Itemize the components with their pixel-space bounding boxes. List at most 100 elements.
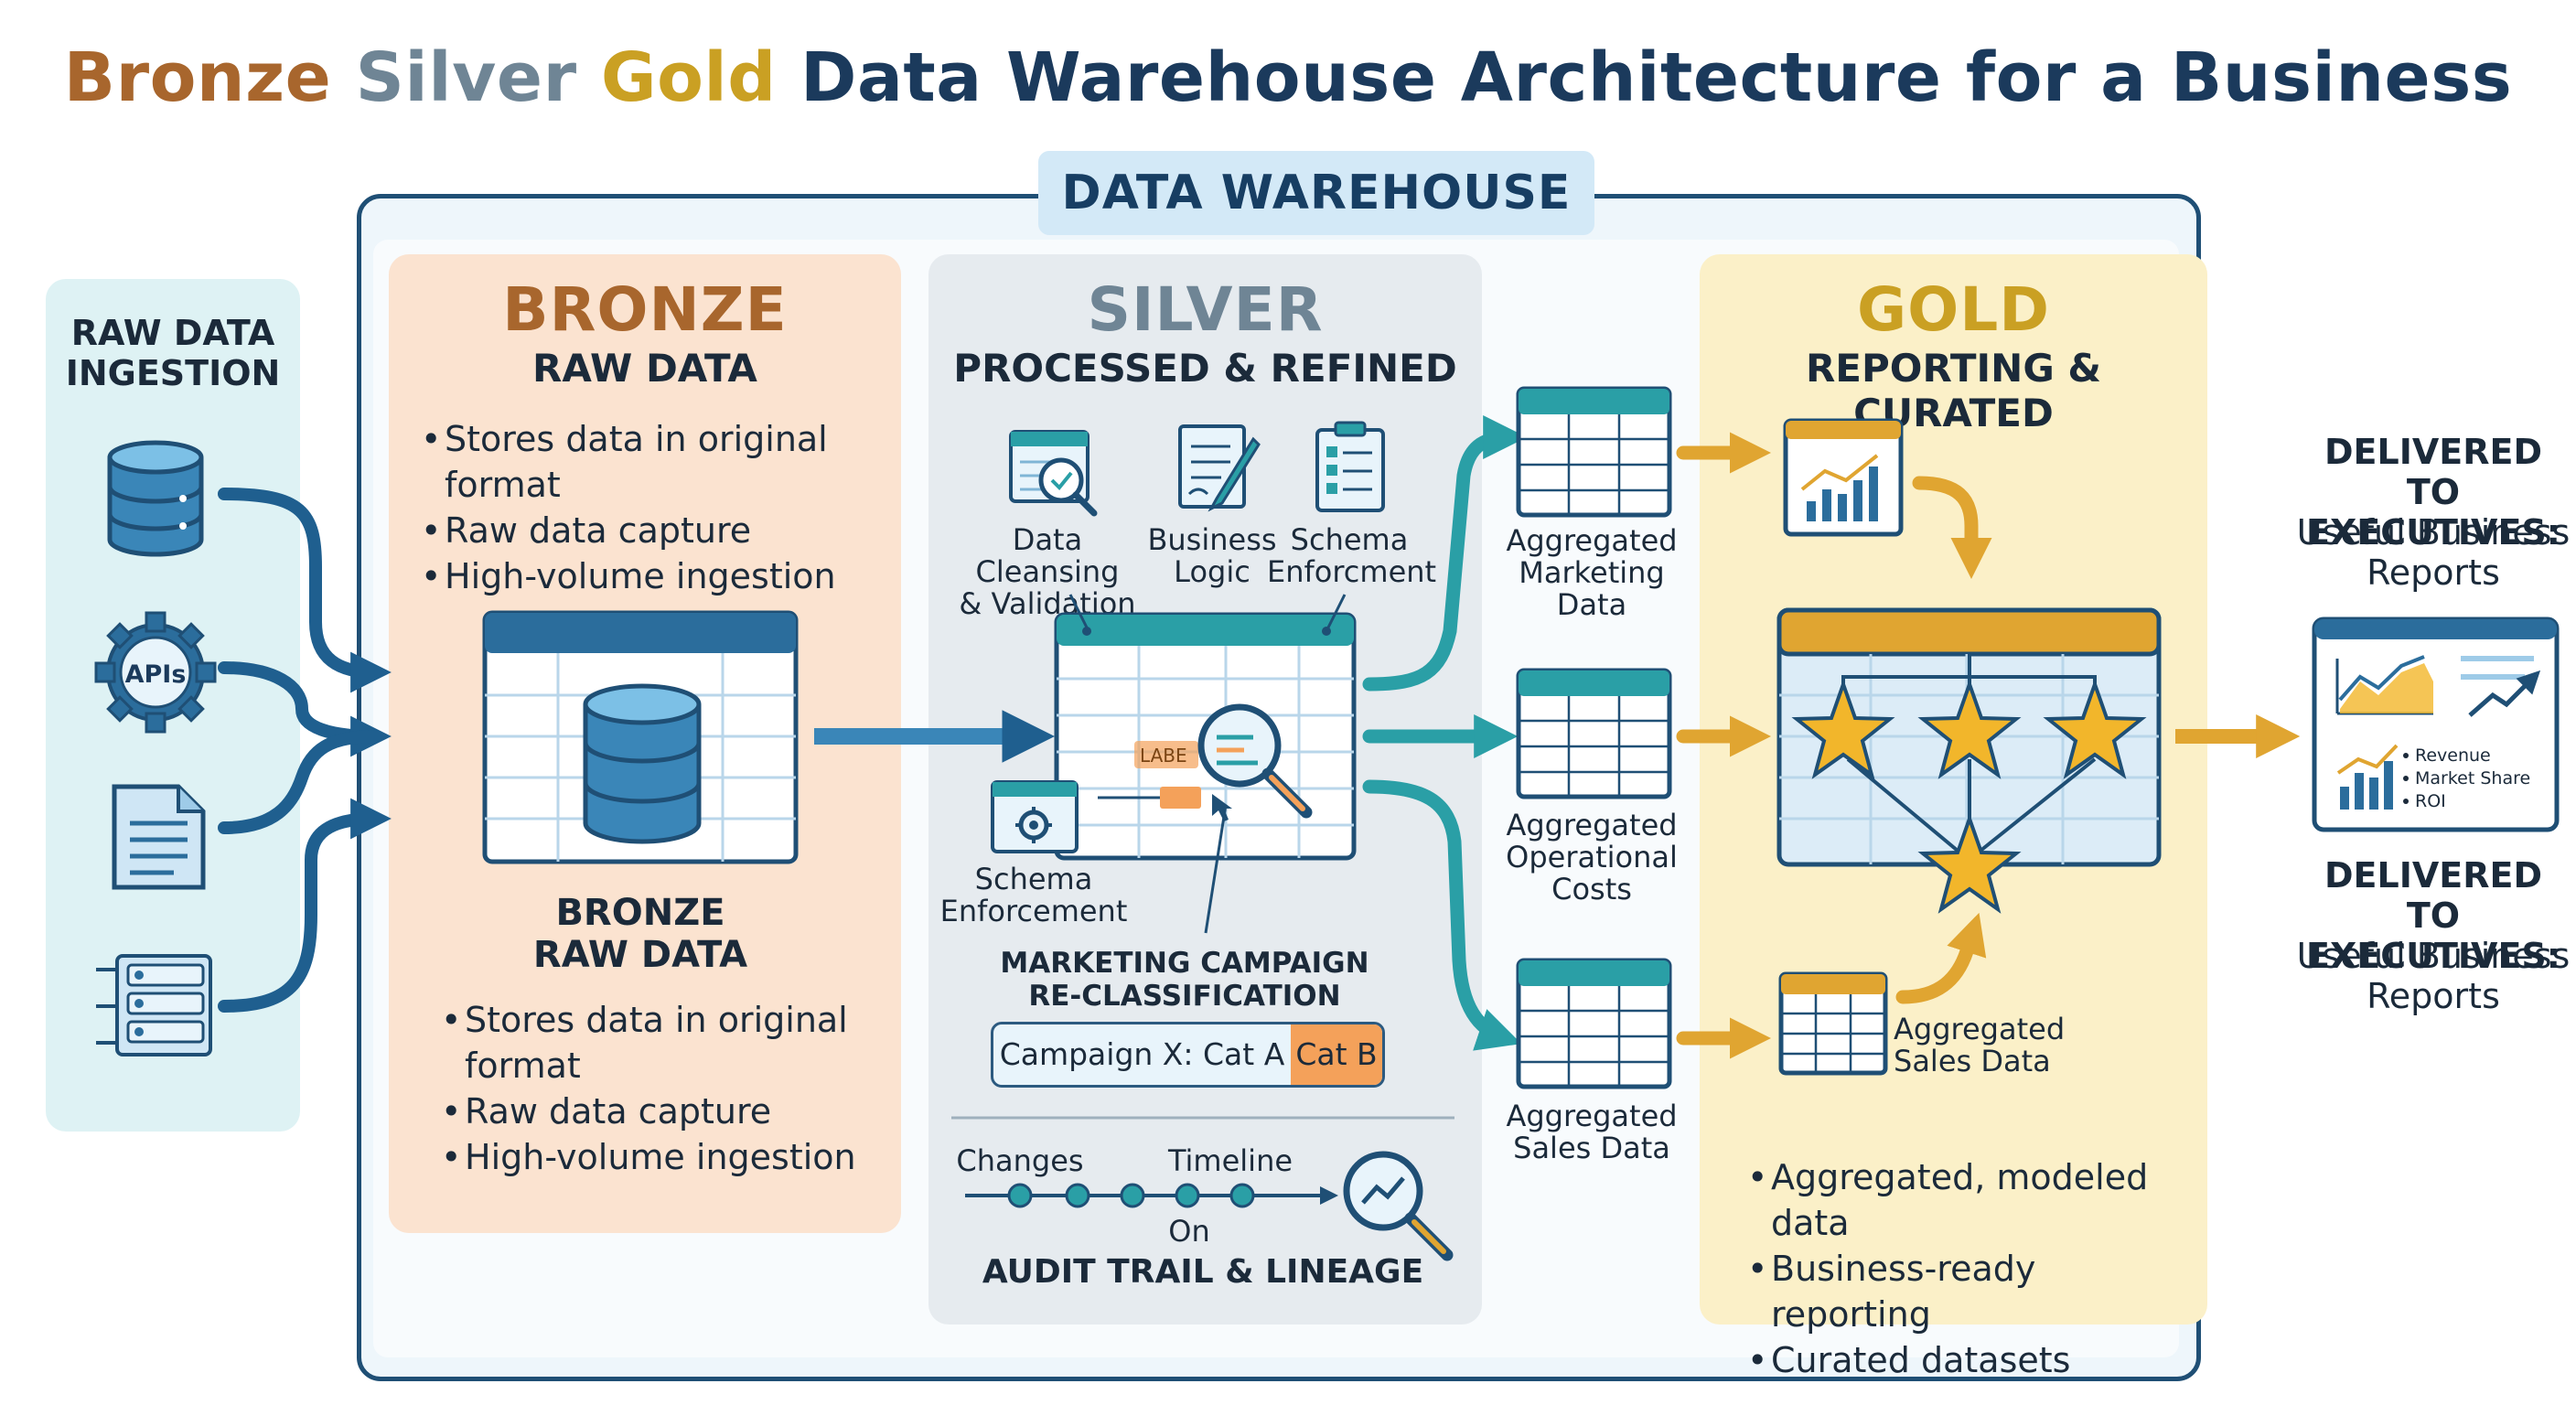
delivery-heading-line1: DELIVERED TO <box>2324 432 2542 512</box>
database-icon <box>107 440 204 557</box>
delivery-heading-line2: EXECUTIVES: <box>2306 936 2560 976</box>
delivery-heading-top: DELIVERED TO EXECUTIVES: <box>2296 432 2571 552</box>
star-icon <box>2043 678 2147 779</box>
gold-bullets: Aggregated, modeled data Business-ready … <box>1747 1154 2186 1383</box>
gold-sales-table-icon <box>1778 971 1888 1076</box>
campaign-reclassification-box: Campaign X: Cat A → Cat B <box>991 1022 1385 1088</box>
report-item-revenue: Revenue <box>2415 745 2491 766</box>
silver-heading: SILVER <box>1087 274 1324 345</box>
bronze-lower-bullet-continued: format <box>465 1046 581 1086</box>
gold-sales-label-line1: Aggregated <box>1894 1012 2066 1046</box>
title-gold: Gold <box>600 38 777 117</box>
audit-timeline <box>965 1183 1338 1208</box>
ingestion-title-line1: RAW DATA <box>70 313 275 353</box>
aggregate-sales-table-icon <box>1516 958 1672 1089</box>
report-item-market-share: Market Share <box>2415 768 2530 788</box>
campaign-to: Cat B <box>1291 1024 1382 1085</box>
campaign-title-line2: RE-CLASSIFICATION <box>1028 980 1341 1013</box>
schema-label-line1: Schema <box>974 862 1093 896</box>
title-silver: Silver <box>355 38 577 117</box>
data-cleansing-icon <box>1009 430 1098 517</box>
executive-report-icon: Revenue Market Share ROI <box>2312 617 2560 832</box>
aggregate-sales-label: Aggregated Sales Data <box>1482 1100 1701 1164</box>
schema-checklist-icon <box>1315 421 1385 512</box>
bronze-bullets: Stores data in original format Raw data … <box>421 416 896 599</box>
aggregate-operational-label: Aggregated Operational Costs <box>1482 810 1701 906</box>
gold-bullet: Curated datasets <box>1747 1337 2186 1383</box>
data-warehouse-label: DATA WAREHOUSE <box>1038 151 1594 235</box>
delivery-sub-line1: Useful Business <box>2296 936 2571 976</box>
audit-trail-title: AUDIT TRAIL & LINEAGE <box>982 1253 1424 1291</box>
schema-label-line2: Enforcement <box>939 894 1128 928</box>
bronze-lower-heading-line1: BRONZE <box>555 892 725 934</box>
audit-magnifier-icon <box>1343 1151 1454 1261</box>
campaign-reclassification-title: MARKETING CAMPAIGN RE-CLASSIFICATION <box>970 947 1400 1013</box>
audit-timeline-label: Timeline <box>1167 1143 1293 1178</box>
audit-on-label: On <box>1168 1214 1210 1249</box>
campaign-title-line1: MARKETING CAMPAIGN <box>1000 947 1369 980</box>
document-icon <box>112 784 206 890</box>
bronze-lower-bullet: Raw data capture <box>441 1089 880 1134</box>
file-list-icon <box>96 954 212 1056</box>
gold-subheading: REPORTING & CURATED <box>1805 346 2102 435</box>
bronze-lower-heading-line2: RAW DATA <box>532 934 748 976</box>
tool-label-business-logic: Business Logic <box>1143 524 1281 588</box>
gold-heading: GOLD <box>1856 274 2051 345</box>
audit-changes-label: Changes <box>956 1143 1084 1178</box>
delivery-heading-bottom: DELIVERED TO EXECUTIVES: <box>2296 855 2571 976</box>
page-title: Bronze Silver Gold Data Warehouse Archit… <box>0 38 2576 117</box>
tool-label-line1: Schema <box>1290 522 1409 557</box>
aggregate-label-line1: Aggregated <box>1506 1099 1678 1133</box>
star-icon <box>1917 812 2022 914</box>
ingestion-title: RAW DATA INGESTION <box>46 313 300 393</box>
aggregate-label-line2: Marketing Data <box>1519 555 1665 622</box>
aggregate-to-gold-arrows <box>1676 432 1992 1059</box>
ingestion-title-line2: INGESTION <box>65 353 281 393</box>
tool-label-schema-enforcment: Schema Enforcment <box>1267 522 1437 589</box>
report-item-roi: ROI <box>2415 791 2446 811</box>
schema-enforcement-window-icon <box>991 780 1079 853</box>
delivery-sub-bottom: Useful Business Reports <box>2296 936 2571 1016</box>
delivery-sub-line2: Reports <box>2367 552 2500 593</box>
label-tag-text: LABE <box>1140 745 1187 767</box>
star-icon <box>1791 678 1895 779</box>
title-bronze: Bronze <box>63 38 332 117</box>
bronze-lower-bullets: Stores data in original format Raw data … <box>441 997 880 1180</box>
business-logic-icon <box>1178 424 1261 512</box>
silver-subheading: PROCESSED & REFINED <box>953 346 1457 391</box>
bronze-bullet: Raw data capture <box>421 508 896 553</box>
gold-sales-label: Aggregated Sales Data <box>1894 1014 2067 1078</box>
aggregate-operational-table-icon <box>1516 668 1672 799</box>
delivery-heading-line1: DELIVERED TO <box>2324 855 2542 936</box>
delivery-heading-line2: EXECUTIVES: <box>2306 512 2560 552</box>
bronze-subheading: RAW DATA <box>532 346 757 391</box>
gold-bullet: Business-ready reporting <box>1747 1246 2186 1337</box>
bronze-heading: BRONZE <box>502 274 788 345</box>
silver-processing-table-icon: LABE <box>1054 612 1357 861</box>
aggregate-label-line2: Sales Data <box>1513 1131 1670 1165</box>
tool-label-line2: Enforcment <box>1267 554 1437 589</box>
star-icon <box>1917 678 2022 779</box>
bronze-bullet: High-volume ingestion <box>421 553 896 599</box>
bronze-lower-bullet: Stores data in original <box>441 997 880 1043</box>
campaign-from: Campaign X: Cat A → <box>999 1036 1285 1072</box>
apis-gear-icon: APIs <box>94 611 217 734</box>
aggregate-label-line1: Aggregated <box>1506 523 1678 558</box>
gold-bullet: Aggregated, modeled data <box>1747 1154 2186 1246</box>
delivery-sub-line2: Reports <box>2367 976 2500 1016</box>
ingestion-arrows <box>218 488 392 1013</box>
aggregate-label-line3: Costs <box>1551 872 1632 906</box>
schema-enforcement-label: Schema Enforcement <box>933 863 1134 928</box>
bronze-lower-heading: BRONZE RAW DATA <box>389 892 892 976</box>
aggregate-marketing-label: Aggregated Marketing Data <box>1482 525 1701 621</box>
tool-label-line1: Business <box>1147 522 1277 557</box>
bronze-lower-bullet: High-volume ingestion <box>441 1134 880 1180</box>
tool-label-line2: Logic <box>1174 554 1250 589</box>
bronze-bullet: Stores data in original format <box>421 416 896 508</box>
gold-sales-label-line2: Sales Data <box>1894 1044 2051 1078</box>
tool-label-line1: Data Cleansing <box>975 522 1120 589</box>
gold-report-chart-icon <box>1783 418 1904 537</box>
delivery-sub-top: Useful Business Reports <box>2296 512 2571 593</box>
aggregate-label-line2: Operational <box>1506 840 1678 874</box>
